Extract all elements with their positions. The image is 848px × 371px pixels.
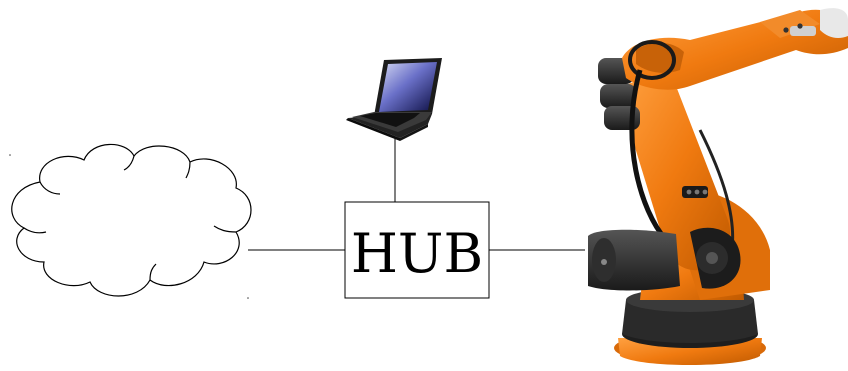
cloud-icon: [11, 143, 252, 297]
hub-node: HUB: [344, 201, 490, 299]
hub-box: [344, 201, 490, 299]
robot-arm-icon: [588, 8, 848, 365]
laptop-icon: [346, 58, 442, 141]
connection-lines: [248, 138, 585, 251]
stray-dot: [247, 297, 249, 299]
hub-label: HUB: [351, 222, 483, 285]
stray-dot: [9, 154, 11, 156]
